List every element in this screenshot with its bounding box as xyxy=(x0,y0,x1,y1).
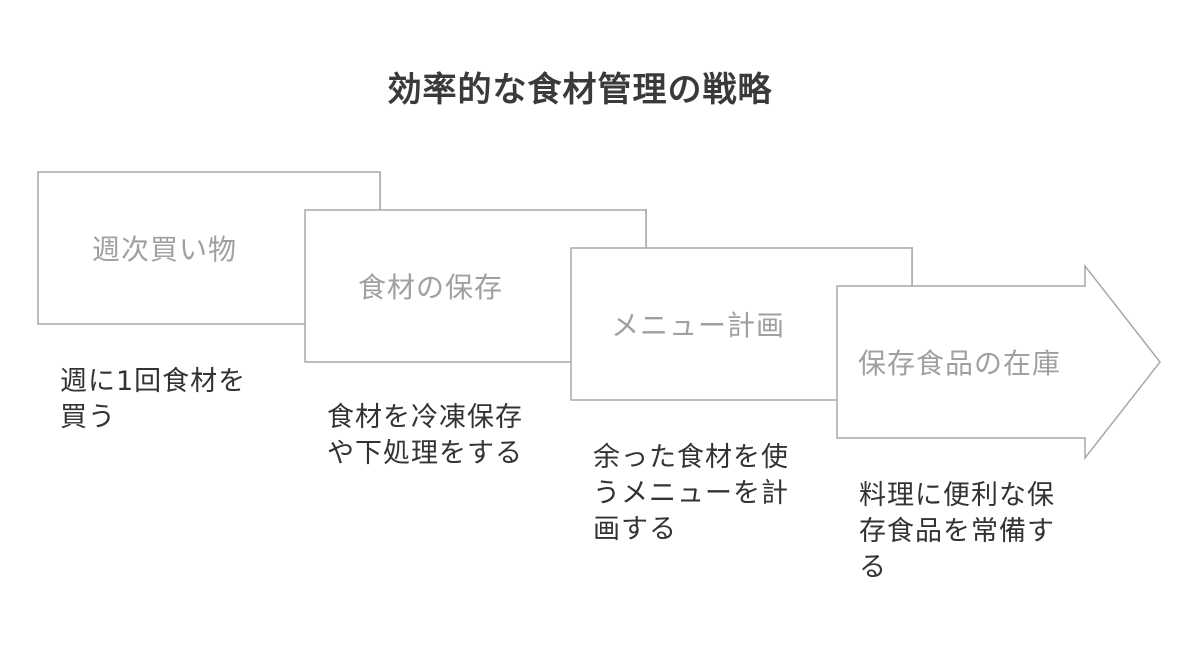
step-1-label: 週次買い物 xyxy=(92,233,238,266)
description-line: 余った食材を使 xyxy=(593,442,789,473)
description-line: や下処理をする xyxy=(327,438,523,469)
step-4-description: 料理に便利な保 存食品を常備す る xyxy=(859,478,1055,586)
step-2-description: 食材を冷凍保存 や下処理をする xyxy=(327,400,523,472)
description-line: 買う xyxy=(60,402,116,433)
description-line: 食材を冷凍保存 xyxy=(327,402,523,433)
description-line: 画する xyxy=(593,514,677,545)
step-1-description: 週に1回食材を 買う xyxy=(60,364,246,436)
step-3-label: メニュー計画 xyxy=(611,309,786,342)
step-3-panel xyxy=(570,246,913,401)
description-line: うメニューを計 xyxy=(593,478,789,509)
step-4-arrow xyxy=(836,263,1161,461)
step-2-label: 食材の保存 xyxy=(358,271,504,304)
step-4-label: 保存食品の在庫 xyxy=(858,347,1062,380)
step-3-description: 余った食材を使 うメニューを計 画する xyxy=(593,440,789,548)
step-4-arrow-shape xyxy=(836,263,1161,461)
description-line: 週に1回食材を xyxy=(60,366,247,397)
diagram-title: 効率的な食材管理の戦略 xyxy=(387,70,773,110)
description-line: 料理に便利な保 xyxy=(859,480,1055,511)
description-line: る xyxy=(859,552,887,583)
description-line: 存食品を常備す xyxy=(859,516,1055,547)
step-2-panel xyxy=(304,208,647,363)
